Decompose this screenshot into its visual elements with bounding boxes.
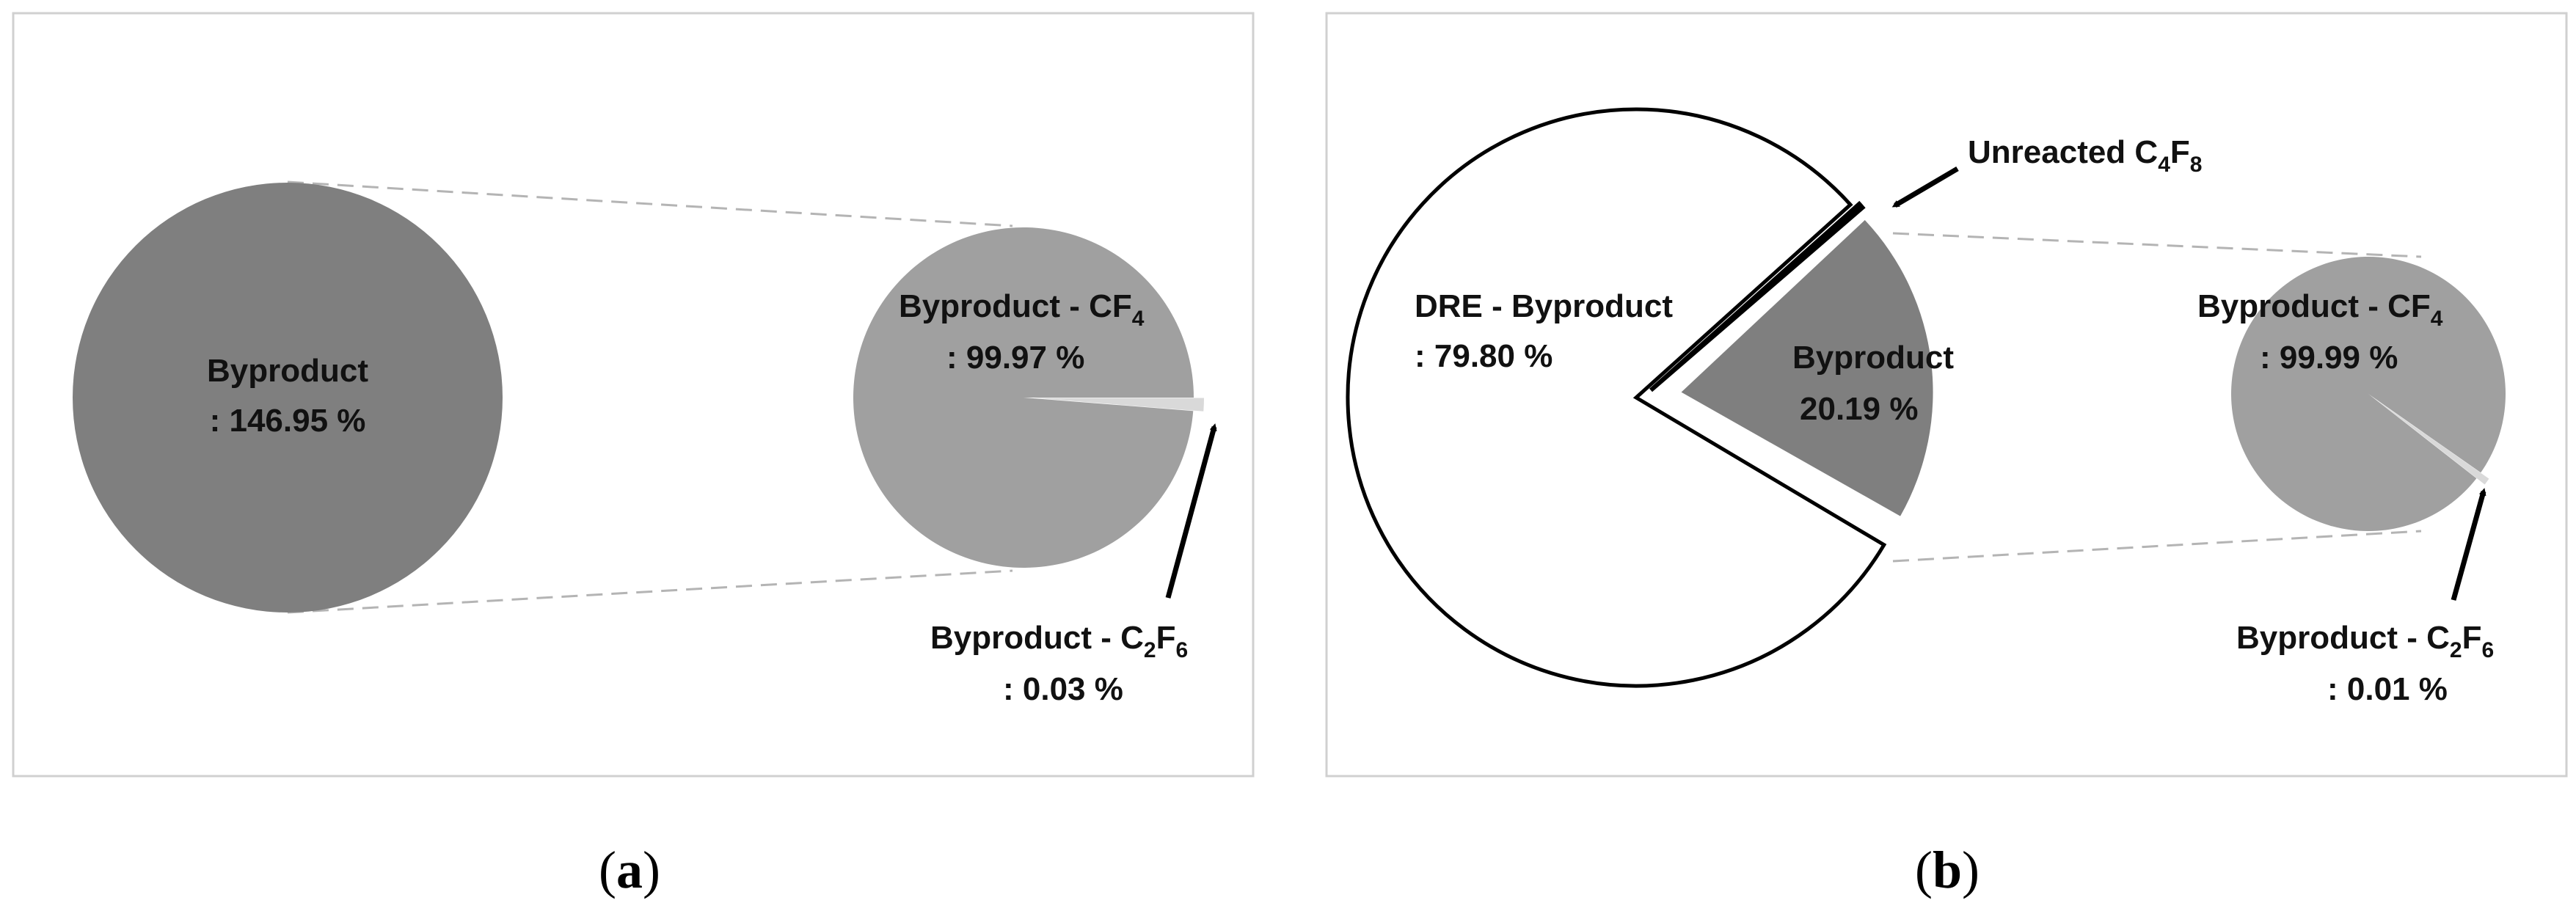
pie-a-main-slice-byproduct	[73, 183, 503, 613]
pie-b-detail-cf4-label: Byproduct - CF4	[2197, 288, 2443, 331]
pie-b-main-slice-byproduct	[1681, 219, 1933, 516]
arrow-b-c2f6	[2451, 488, 2486, 601]
pie-b-main-byproduct-label: Byproduct	[1792, 340, 1954, 376]
pie-b-main	[1346, 107, 1933, 688]
pie-b-main-slice-dre	[1346, 107, 1887, 688]
panel-b: DRE - Byproduct : 79.80 % Byproduct 20.1…	[1325, 12, 2568, 778]
caption-b: (b)	[1915, 841, 1980, 899]
caption-a: (a)	[599, 841, 660, 899]
pie-b-detail-slice-c2f6	[2376, 400, 2489, 485]
connector-top-b	[1892, 232, 2422, 258]
pie-b-detail-c2f6-value: : 0.01 %	[2327, 671, 2448, 707]
arrow-b-unreacted	[1891, 166, 1959, 208]
pie-b-main-slice-unreacted	[1649, 200, 1866, 392]
pie-b-detail	[2230, 257, 2506, 532]
connector-top-a	[287, 180, 1013, 227]
pie-b-detail-c2f6-label: Byproduct - C2F6	[2236, 620, 2494, 662]
pie-a-detail-cf4-label: Byproduct - CF4	[899, 288, 1145, 331]
pie-a-detail-cf4-value: : 99.97 %	[946, 340, 1084, 376]
connector-bottom-a	[287, 569, 1013, 614]
pie-a-detail-c2f6-value: : 0.03 %	[1003, 671, 1123, 707]
pie-a-detail-slice-c2f6	[1033, 398, 1204, 412]
panel-a: Byproduct : 146.95 % Byproduct - CF4 : 9…	[12, 12, 1255, 778]
pie-b-detail-slice-cf4	[2230, 257, 2506, 532]
pie-b-detail-cf4-value: : 99.99 %	[2260, 340, 2398, 376]
pie-b-main-dre-value: : 79.80 %	[1415, 338, 1552, 374]
pie-b-main-unreacted-label: Unreacted C4F8	[1968, 134, 2202, 177]
connector-bottom-b	[1892, 530, 2422, 563]
pie-a-main-label: Byproduct	[207, 353, 368, 389]
pie-a-detail	[853, 227, 1204, 568]
pie-a-detail-c2f6-label: Byproduct - C2F6	[930, 620, 1188, 662]
pie-a-detail-slice-cf4	[853, 227, 1194, 568]
arrow-a-c2f6	[1165, 423, 1217, 599]
pie-b-main-dre-label: DRE - Byproduct	[1415, 288, 1673, 324]
pie-a-main-value: : 146.95 %	[210, 403, 366, 439]
pie-b-main-byproduct-value: 20.19 %	[1800, 391, 1918, 427]
